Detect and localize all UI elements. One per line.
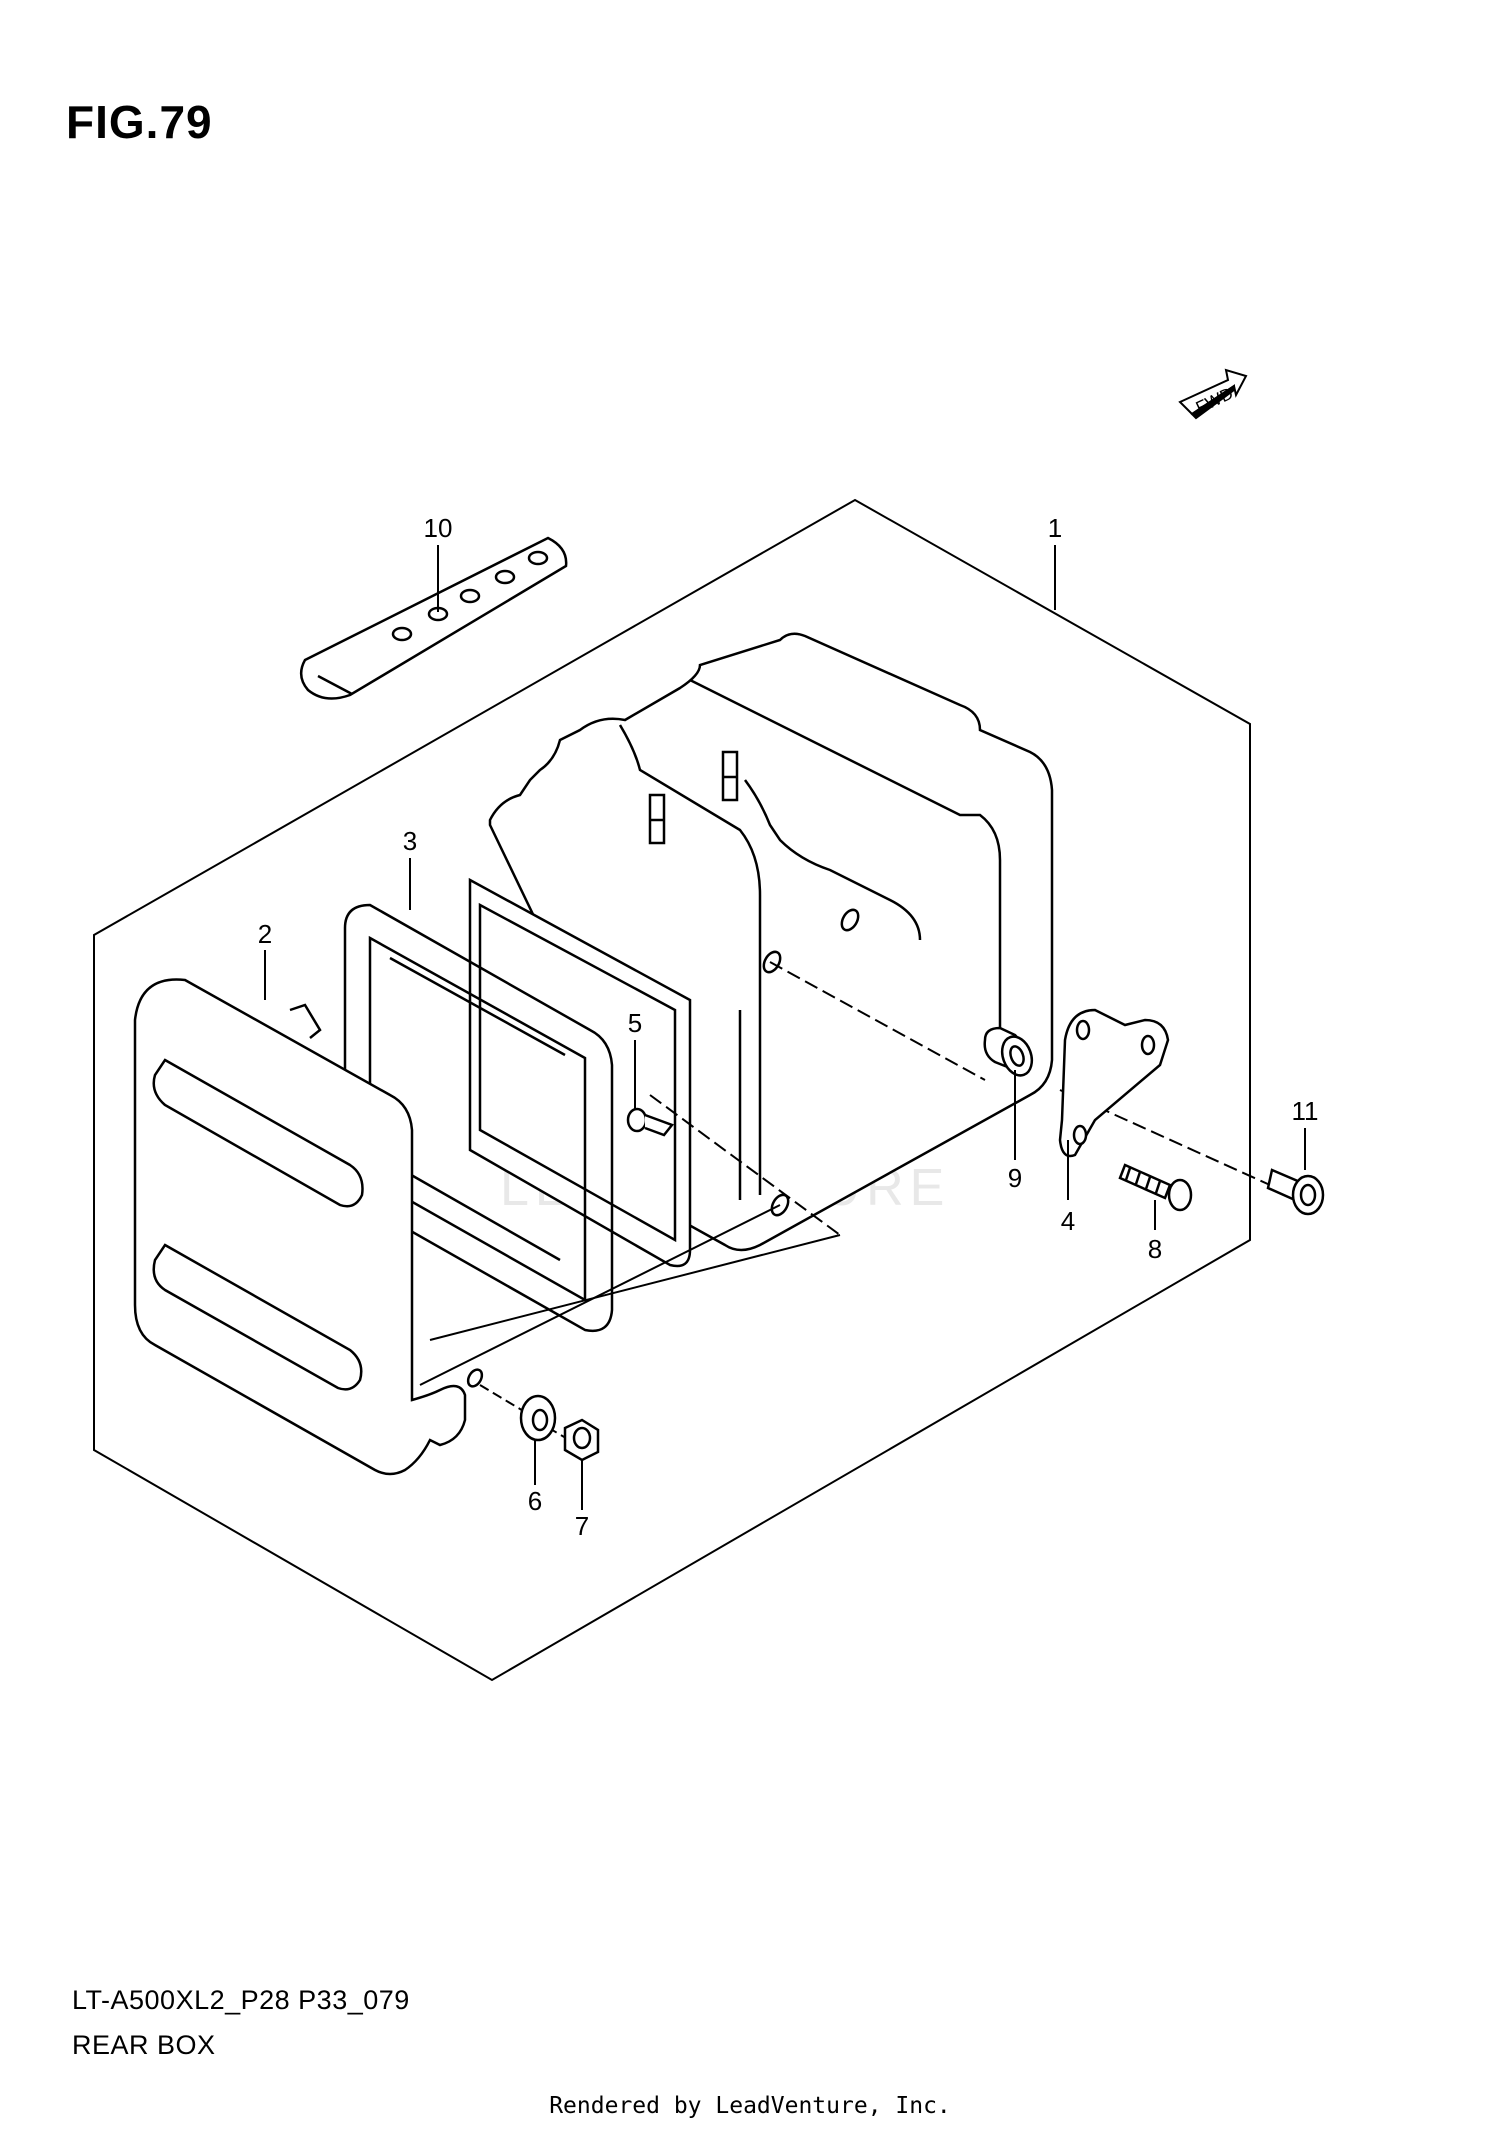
model-code: LT-A500XL2_P28 P33_079 xyxy=(72,1985,410,2015)
figure-title: FIG.79 xyxy=(66,96,213,148)
callout-7: 7 xyxy=(575,1511,589,1541)
bolt-part xyxy=(1266,1168,1325,1216)
rear-box-body xyxy=(468,632,1054,1268)
callout-4: 4 xyxy=(1061,1206,1075,1236)
fwd-arrow-icon: FWD xyxy=(1178,368,1248,420)
callout-6: 6 xyxy=(528,1486,542,1516)
assembly-outline xyxy=(93,498,1251,1682)
callout-8: 8 xyxy=(1148,1234,1162,1264)
callout-5: 5 xyxy=(628,1008,642,1038)
callout-1: 1 xyxy=(1048,513,1062,543)
callout-2: 2 xyxy=(258,919,272,949)
washer-part xyxy=(519,1394,557,1442)
bracket-part xyxy=(1058,1008,1170,1158)
nut-part xyxy=(563,1418,600,1462)
section-name: REAR BOX xyxy=(72,2030,216,2060)
screw-part xyxy=(1118,1163,1193,1212)
callout-10: 10 xyxy=(424,513,453,543)
callout-11: 11 xyxy=(1292,1096,1319,1126)
lid-part xyxy=(133,978,484,1476)
grommet-part xyxy=(983,1026,1034,1077)
clip-part xyxy=(626,1107,675,1137)
rendered-by-footer: Rendered by LeadVenture, Inc. xyxy=(549,2093,951,2119)
callout-lines xyxy=(264,545,1306,1510)
callout-9: 9 xyxy=(1008,1163,1022,1193)
strap-part xyxy=(299,536,568,700)
leader-lines xyxy=(419,961,1271,1446)
callout-3: 3 xyxy=(403,826,417,856)
